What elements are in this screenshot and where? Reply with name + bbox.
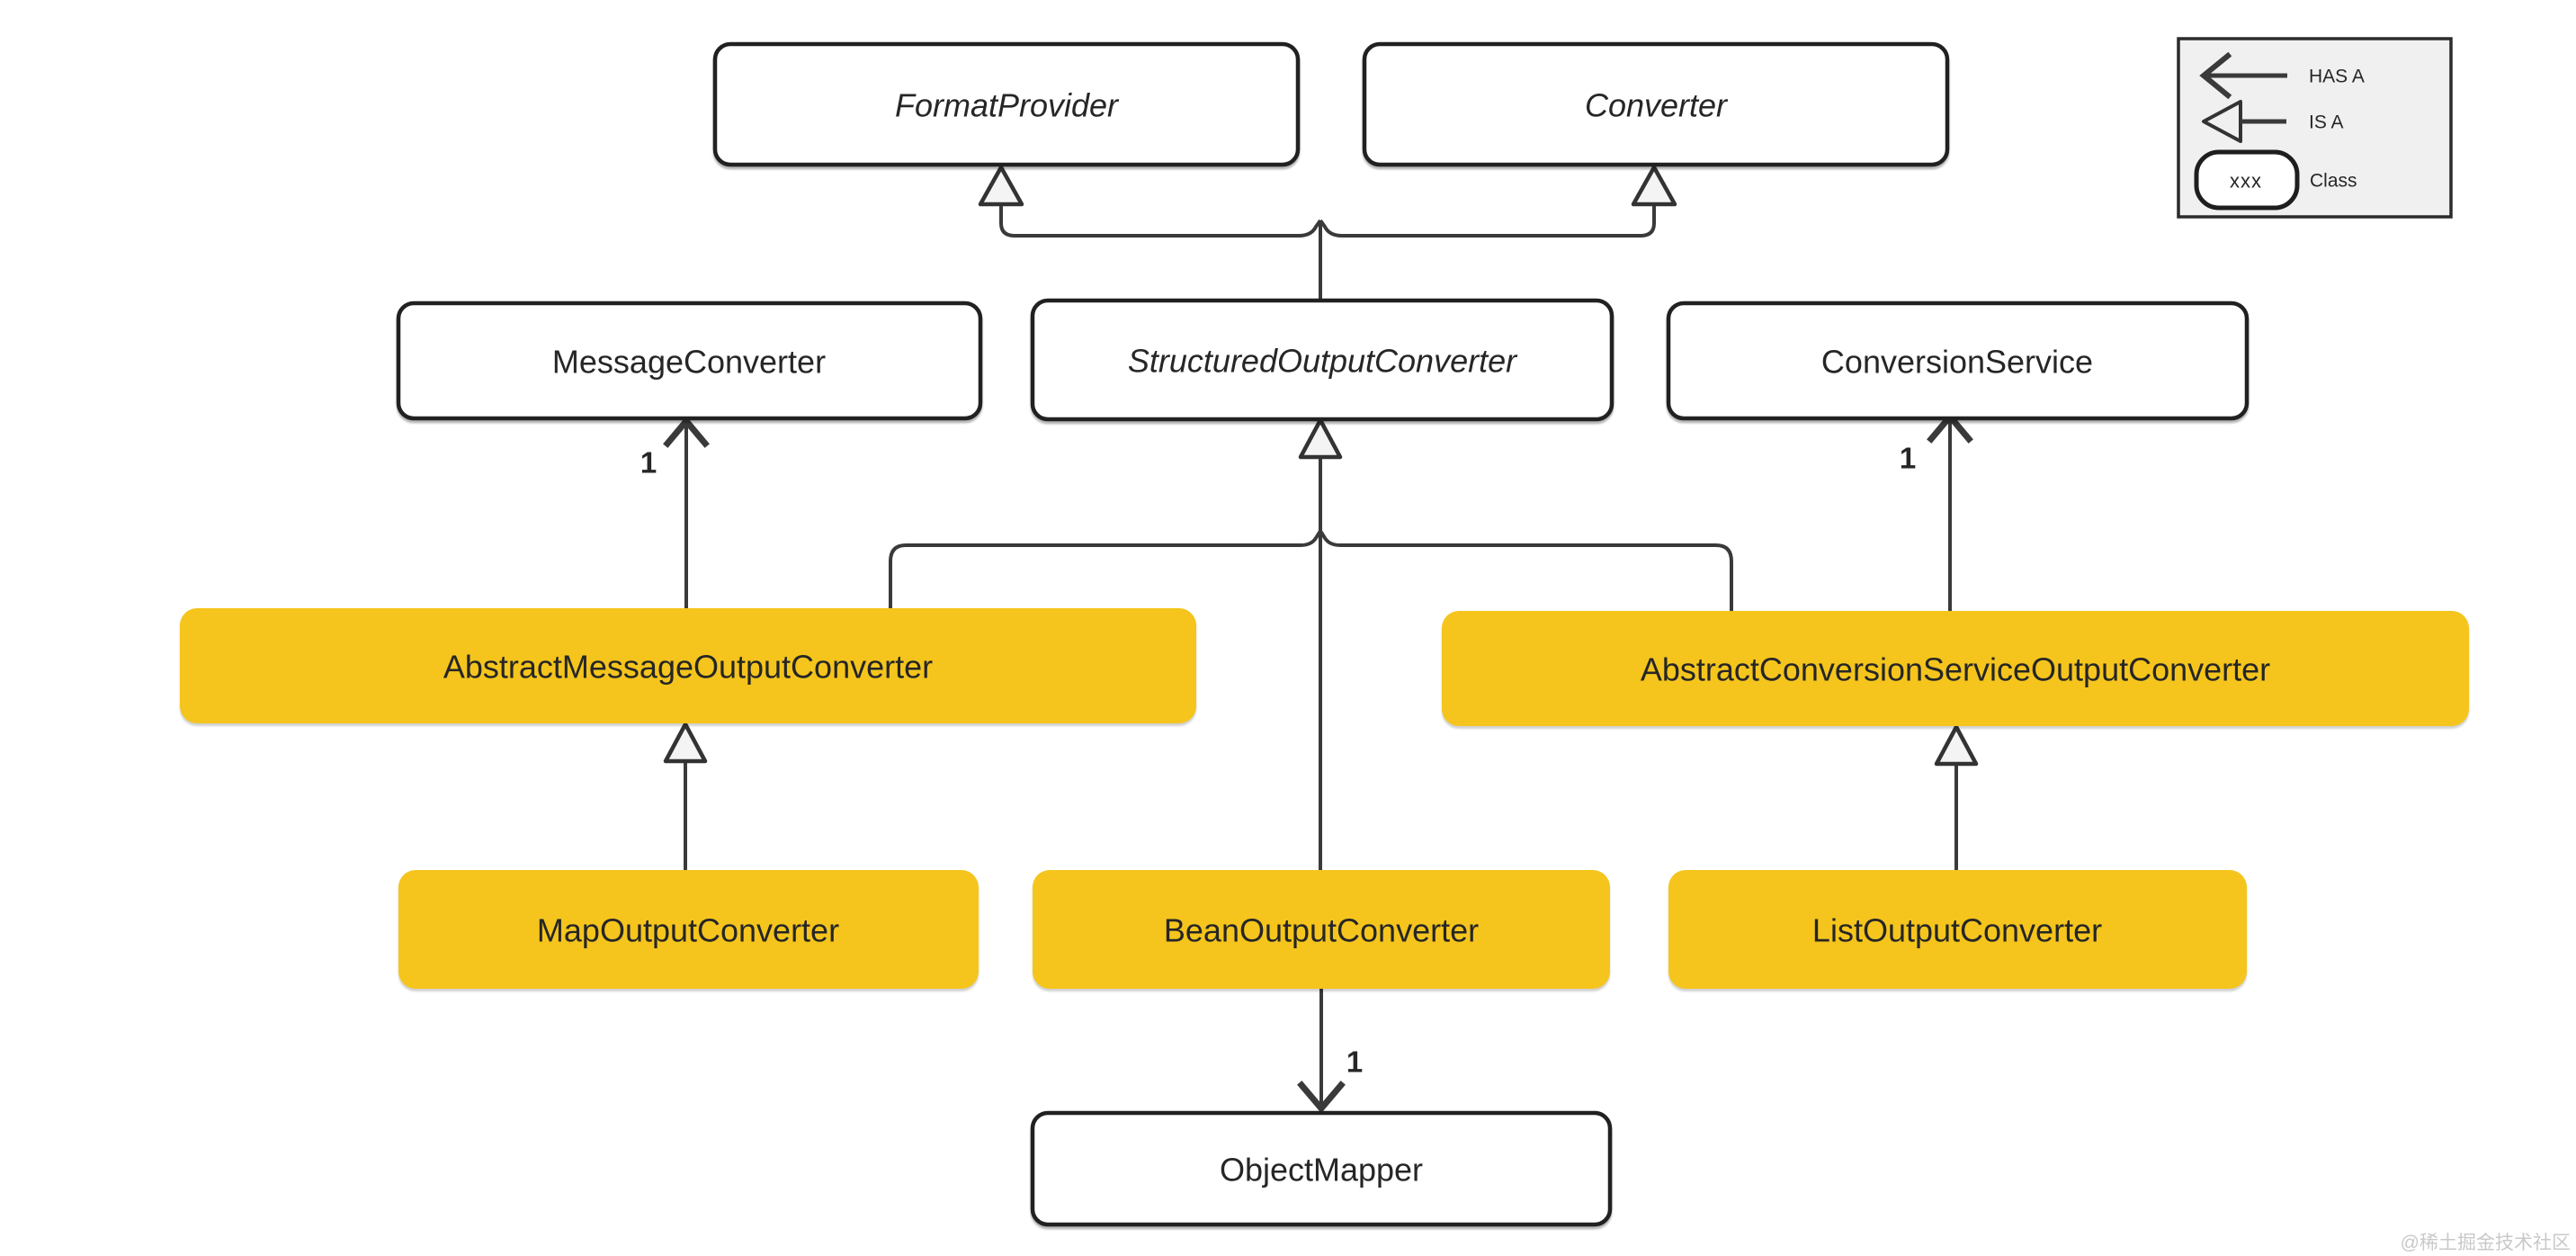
connector-branch-right — [1319, 529, 1733, 613]
node-bean-output-converter: BeanOutputConverter — [1033, 870, 1610, 989]
watermark: @稀土掘金技术社区 — [2401, 1233, 2571, 1253]
hollow-triangle-icon — [1631, 165, 1677, 207]
multiplicity-label: 1 — [1346, 1045, 1363, 1079]
node-box — [1668, 870, 2247, 989]
node-label: BeanOutputConverter — [1164, 912, 1479, 949]
hollow-triangle-icon — [1934, 724, 1979, 767]
hasa-arrow-messageconverter — [663, 416, 710, 608]
node-box — [712, 41, 1301, 167]
node-box — [1030, 298, 1614, 422]
hollow-triangle-icon — [1298, 417, 1343, 460]
node-box — [1033, 870, 1610, 989]
node-label: Converter — [1585, 87, 1729, 124]
node-label: AbstractMessageOutputConverter — [443, 649, 933, 686]
connector-formatprovider-branch — [999, 204, 1322, 238]
node-structured-output-converter: StructuredOutputConverter — [1030, 298, 1614, 422]
hollow-triangle-icon — [978, 165, 1024, 207]
node-list-output-converter: ListOutputConverter — [1668, 870, 2247, 989]
node-label: MessageConverter — [552, 344, 826, 381]
arrowhead-left-icon — [2199, 51, 2232, 100]
node-box — [180, 608, 1196, 723]
connector-converter-branch — [1319, 204, 1656, 238]
hollow-triangle-icon — [663, 722, 708, 764]
node-conversion-service: ConversionService — [1666, 301, 2250, 421]
node-box — [398, 870, 979, 989]
isa-merge-top-connector — [999, 204, 1656, 306]
hasa-arrow-conversionservice — [1927, 411, 1973, 611]
legend: HAS A IS A xxx Class — [2177, 37, 2453, 219]
node-label: AbstractConversionServiceOutputConverter — [1641, 651, 2270, 688]
node-label: ListOutputConverter — [1812, 912, 2102, 949]
node-abstract-conversion-service-output-converter: AbstractConversionServiceOutputConverter — [1442, 611, 2469, 726]
legend-class-label: Class — [2310, 171, 2357, 192]
legend-class-chip — [2194, 149, 2300, 211]
legend-class-sample: xxx — [2230, 170, 2262, 193]
node-label: MapOutputConverter — [537, 912, 839, 949]
node-map-output-converter: MapOutputConverter — [398, 870, 979, 989]
node-box — [1030, 1110, 1613, 1227]
multiplicity-label: 1 — [640, 446, 657, 480]
node-abstract-message-output-converter: AbstractMessageOutputConverter — [180, 608, 1196, 723]
arrowhead-up-icon — [663, 416, 710, 448]
connector-branch-left — [889, 529, 1322, 610]
node-message-converter: MessageConverter — [396, 301, 983, 421]
isa-branch-bottom-connector — [889, 455, 1733, 871]
node-format-provider: FormatProvider — [712, 41, 1301, 167]
legend-hasa-label: HAS A — [2309, 67, 2365, 87]
node-box — [396, 301, 983, 421]
node-label: ObjectMapper — [1220, 1152, 1423, 1189]
isa-arrow-listoutputconverter — [1934, 724, 1979, 871]
node-object-mapper: ObjectMapper — [1030, 1110, 1613, 1227]
node-box — [1442, 611, 2469, 726]
isa-arrow-mapoutputconverter — [663, 722, 708, 871]
legend-isa-row: IS A — [2202, 100, 2344, 143]
node-label: StructuredOutputConverter — [1128, 343, 1518, 380]
arrowhead-down-icon — [1297, 1081, 1346, 1114]
multiplicity-label: 1 — [1900, 442, 1916, 475]
node-label: ConversionService — [1821, 344, 2093, 381]
node-box — [1666, 301, 2250, 421]
node-box — [1362, 41, 1950, 167]
node-converter: Converter — [1362, 41, 1950, 167]
legend-hasa-row: HAS A — [2199, 51, 2365, 100]
legend-class-row: xxx Class — [2194, 149, 2357, 211]
legend-isa-label: IS A — [2309, 112, 2344, 133]
node-label: FormatProvider — [895, 87, 1120, 124]
hasa-arrow-objectmapper — [1297, 989, 1346, 1114]
